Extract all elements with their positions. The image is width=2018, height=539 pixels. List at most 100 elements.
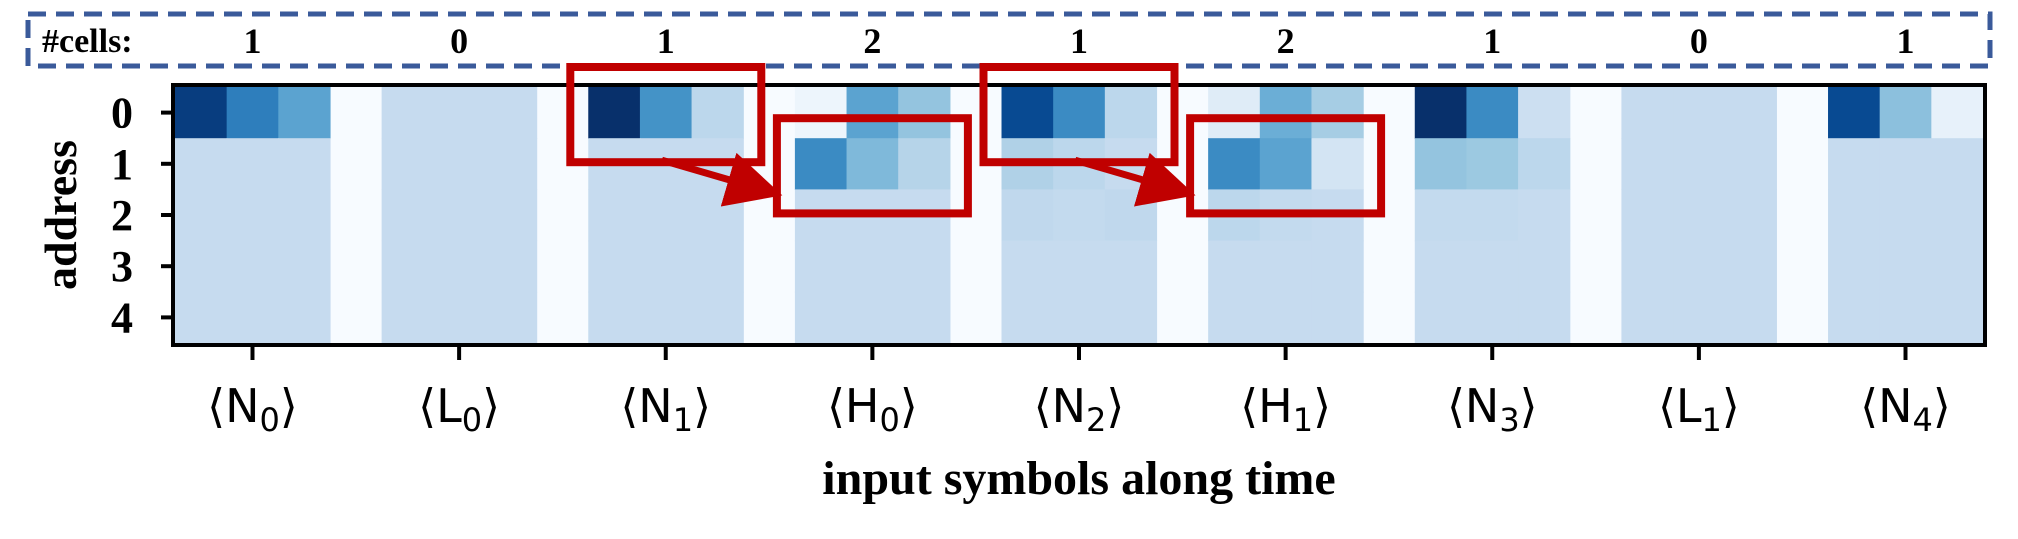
x-tick-label: ⟨N2⟩ (1034, 379, 1125, 439)
cells-count: 1 (1070, 21, 1088, 61)
heatmap-cell (1879, 87, 1932, 139)
heatmap-cell (1311, 138, 1364, 190)
heatmap-cell (846, 240, 899, 293)
y-tick-label: 4 (111, 293, 133, 342)
heatmap-cell (898, 240, 951, 293)
heatmap-cell (846, 291, 899, 344)
heatmap-cell (1879, 189, 1932, 242)
heatmap-cell (1053, 291, 1106, 344)
heatmap-cell (588, 87, 641, 139)
heatmap-cell (1053, 189, 1106, 242)
heatmap-cell (1724, 87, 1777, 139)
heatmap-cell (588, 189, 641, 242)
cells-count: 2 (1277, 21, 1295, 61)
heatmap-cell (639, 240, 693, 293)
heatmap-cell (588, 291, 641, 344)
heatmap-cell (1879, 240, 1932, 293)
y-tick-label: 3 (111, 242, 133, 291)
heatmap-cell (898, 291, 951, 344)
heatmap-cell (226, 87, 279, 139)
heatmap-cell (1931, 240, 1984, 293)
heatmap-cell (1104, 87, 1158, 139)
heatmap-cell (381, 87, 434, 139)
heatmap-cell (1414, 138, 1468, 190)
highlight-arrow (1074, 152, 1196, 207)
heatmap-cell (691, 189, 744, 242)
x-tick-label: ⟨N1⟩ (620, 379, 711, 439)
heatmap-cell (1414, 240, 1468, 293)
heatmap-cell (846, 138, 899, 190)
heatmap-cell (1673, 291, 1726, 344)
heatmap-cell (1259, 240, 1313, 293)
heatmap-cell (226, 138, 279, 190)
heatmap-cell (1311, 291, 1364, 344)
heatmap-cell (1673, 240, 1726, 293)
heatmap-cell (381, 240, 434, 293)
heatmap-cell (278, 291, 331, 344)
x-tick-label: ⟨H0⟩ (827, 379, 918, 439)
cells-count: 1 (1483, 21, 1501, 61)
y-tick-label: 1 (111, 140, 133, 189)
x-tick-label: ⟨N3⟩ (1447, 379, 1538, 439)
cells-count: 1 (1897, 21, 1915, 61)
heatmap-cell (794, 291, 848, 344)
heatmap-cell (691, 87, 744, 139)
heatmap-cell (1104, 240, 1158, 293)
heatmap-cell (1879, 138, 1932, 190)
heatmap-cell (1466, 291, 1519, 344)
heatmap-cell (1311, 87, 1364, 139)
heatmap-cell (484, 240, 538, 293)
heatmap-cell (1518, 189, 1571, 242)
y-axis-label: address (35, 140, 86, 290)
x-tick-label: ⟨N0⟩ (207, 379, 298, 439)
heatmap-cell (1673, 138, 1726, 190)
heatmap-cell (1053, 240, 1106, 293)
heatmap-cell (1001, 87, 1054, 139)
heatmap-cell (1259, 87, 1313, 139)
heatmap-cell (1104, 291, 1158, 344)
heatmap-cell (1828, 138, 1881, 190)
heatmap-cell (1466, 189, 1519, 242)
heatmap-cell (1828, 189, 1881, 242)
heatmap-cell (1259, 291, 1313, 344)
heatmap-cell (1053, 87, 1106, 139)
heatmap-cell (1724, 240, 1777, 293)
heatmap-cell (1466, 138, 1519, 190)
heatmap-cell (226, 189, 279, 242)
heatmap-cell (1208, 240, 1261, 293)
heatmap-cell (794, 87, 848, 139)
heatmap-cell (691, 240, 744, 293)
heatmap-cell (588, 240, 641, 293)
heatmap-cell (1621, 189, 1674, 242)
heatmap-cell (278, 240, 331, 293)
heatmap-cell (1001, 240, 1054, 293)
heatmap-cell (1466, 87, 1519, 139)
heatmap-cell (1001, 189, 1054, 242)
heatmap-cell (1518, 87, 1571, 139)
heatmap-cell (381, 138, 434, 190)
heatmap-cell (433, 189, 486, 242)
heatmap-cell (898, 87, 951, 139)
heatmap-cell (1621, 87, 1674, 139)
heatmap-cell (484, 291, 538, 344)
heatmap-cell (433, 291, 486, 344)
heatmap-cell (639, 87, 693, 139)
heatmap-cell (639, 291, 693, 344)
heatmap-cell (1518, 240, 1571, 293)
heatmap-cell (175, 291, 228, 344)
cells-count: 0 (450, 21, 468, 61)
heatmap-cell (381, 291, 434, 344)
x-tick-label: ⟨H1⟩ (1240, 379, 1331, 439)
heatmap-cell (381, 189, 434, 242)
y-tick-label: 0 (111, 89, 133, 138)
cells-label: #cells: (42, 23, 133, 60)
x-axis-ticks: ⟨N0⟩⟨L0⟩⟨N1⟩⟨H0⟩⟨N2⟩⟨H1⟩⟨N3⟩⟨L1⟩⟨N4⟩ (207, 345, 1951, 439)
x-axis-label: input symbols along time (822, 452, 1335, 505)
heatmap-cell (691, 291, 744, 344)
heatmap-cell (175, 240, 228, 293)
heatmap-cell (226, 240, 279, 293)
heatmap-cell (1259, 138, 1313, 190)
heatmap-cell (484, 189, 538, 242)
